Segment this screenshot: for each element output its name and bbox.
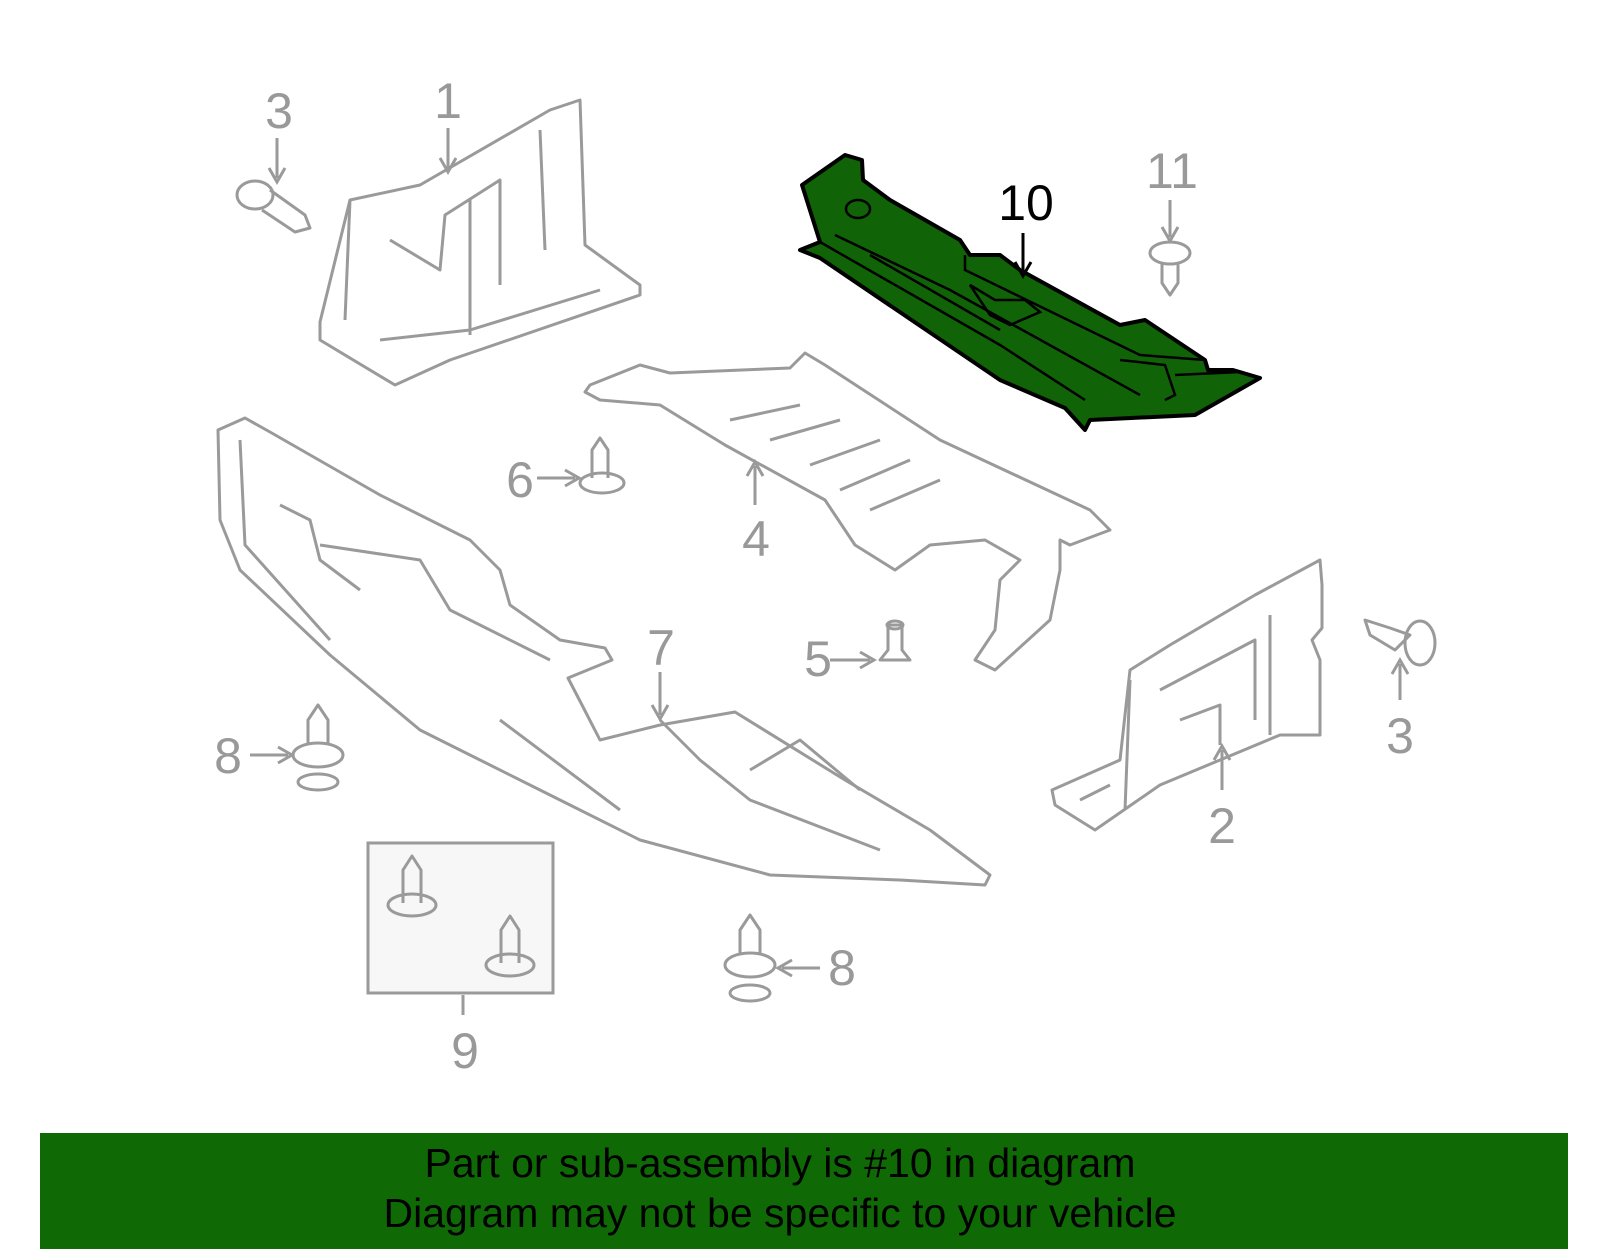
part-5-bolt[interactable] (878, 619, 912, 662)
part-8-clip-left[interactable] (291, 703, 345, 792)
callout-1: 1 (434, 73, 462, 129)
callout-3: 3 (265, 83, 293, 139)
part-1-splash-shield-left[interactable] (318, 98, 642, 387)
callout-8: 8 (828, 940, 856, 996)
callout-8: 8 (214, 728, 242, 784)
part-9-clip-kit[interactable] (366, 841, 555, 995)
leader-arrows (250, 128, 1410, 1015)
part-3-clip-right[interactable] (1363, 618, 1437, 667)
callout-9: 9 (451, 1023, 479, 1079)
part-11-pin[interactable] (1148, 240, 1192, 297)
part-6-bolt[interactable] (578, 436, 626, 495)
callout-7: 7 (647, 620, 675, 676)
callout-2: 2 (1208, 798, 1236, 854)
part-10-engine-cover-highlighted[interactable] (798, 153, 1262, 432)
callout-10: 10 (998, 175, 1054, 231)
callout-5: 5 (804, 631, 832, 687)
callout-3: 3 (1386, 708, 1414, 764)
callout-6: 6 (506, 452, 534, 508)
callout-4: 4 (742, 511, 770, 567)
banner-line-1: Part or sub-assembly is #10 in diagram (424, 1140, 1136, 1186)
part-2-splash-shield-right[interactable] (1050, 558, 1324, 832)
banner-line-2: Diagram may not be specific to your vehi… (383, 1190, 1177, 1236)
part-7-undercover-front[interactable] (216, 416, 992, 887)
part-3-clip-left[interactable] (235, 179, 312, 234)
info-banner: Part or sub-assembly is #10 in diagram D… (40, 1133, 1568, 1249)
part-4-undercover-center[interactable] (583, 351, 1112, 672)
part-8-clip-right[interactable] (723, 913, 777, 1003)
callout-11: 11 (1146, 143, 1198, 199)
